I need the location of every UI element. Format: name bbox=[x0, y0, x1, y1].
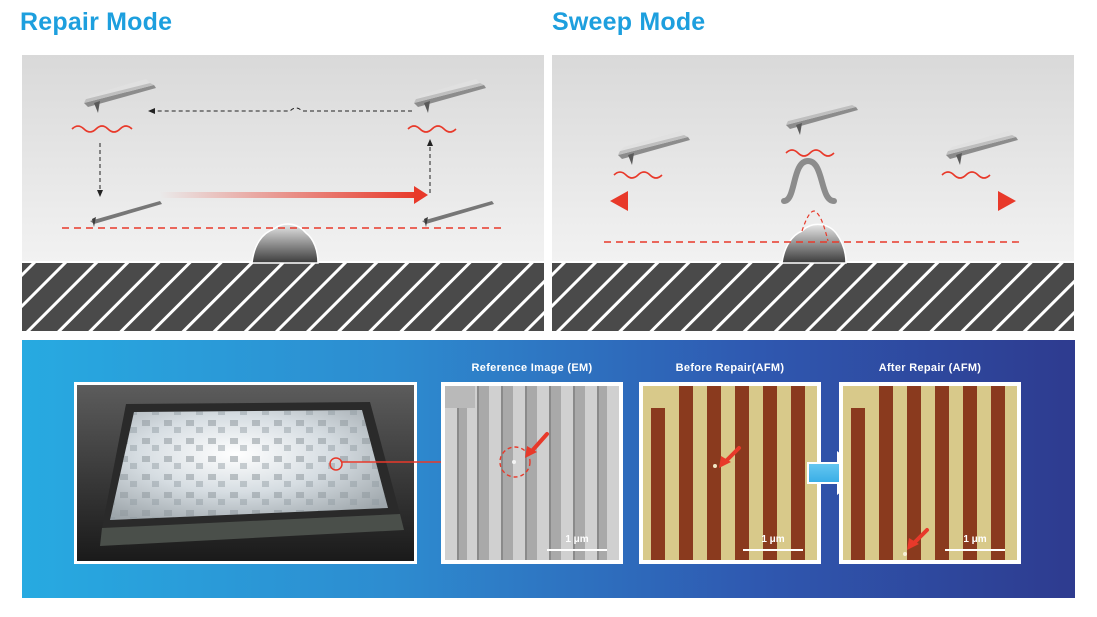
scale-label: 1 μm bbox=[565, 534, 588, 545]
before-repair-afm-image: 1 μm bbox=[639, 382, 821, 564]
sweep-mode-title: Sweep Mode bbox=[552, 8, 706, 36]
before-repair-label: Before Repair(AFM) bbox=[675, 362, 785, 374]
after-repair-afm-image: 1 μm bbox=[839, 382, 1021, 564]
scale-label: 1 μm bbox=[963, 534, 986, 545]
reference-image-label: Reference Image (EM) bbox=[471, 362, 593, 374]
reference-em-image: 1 μm bbox=[441, 382, 623, 564]
scale-label: 1 μm bbox=[761, 534, 784, 545]
repair-mode-diagram bbox=[22, 55, 544, 331]
sweep-mode-diagram bbox=[552, 55, 1074, 331]
wafer-photo bbox=[74, 382, 417, 564]
repair-mode-title: Repair Mode bbox=[20, 8, 173, 36]
after-repair-label: After Repair (AFM) bbox=[878, 362, 982, 374]
